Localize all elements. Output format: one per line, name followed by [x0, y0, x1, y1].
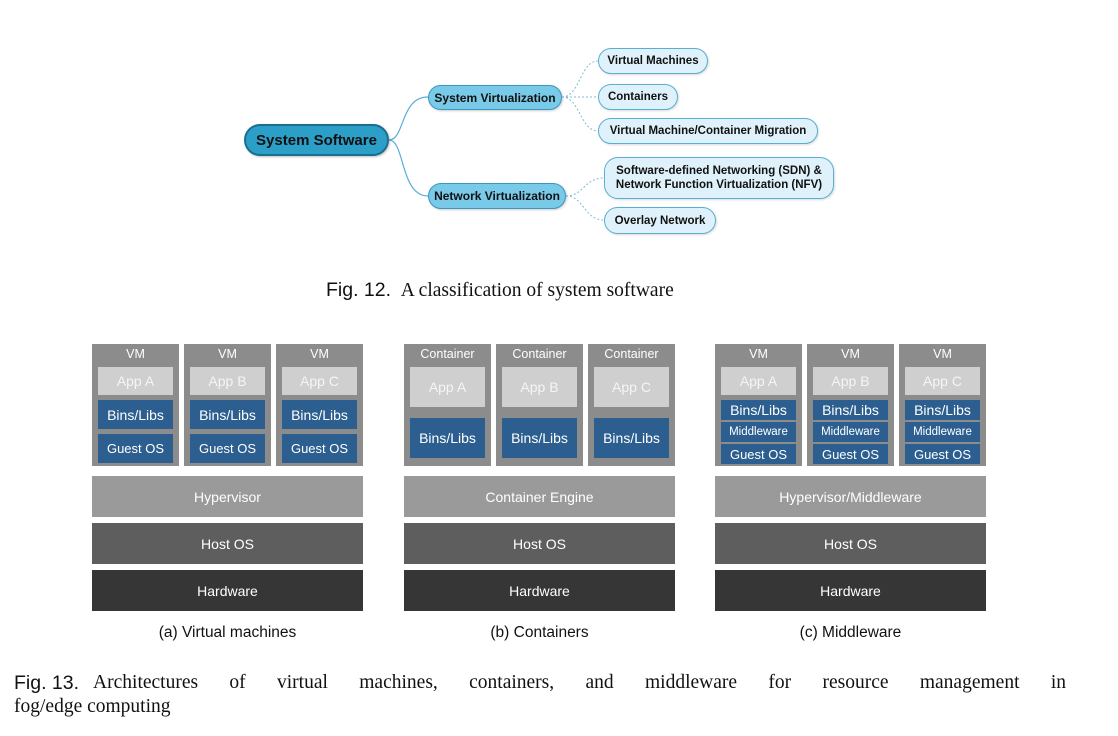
bins-libs-box: Bins/Libs — [410, 418, 485, 458]
mindmap-leaf-virtual-machines: Virtual Machines — [598, 48, 708, 74]
host-os-layer: Host OS — [715, 523, 986, 564]
bins-libs-box: Bins/Libs — [502, 418, 577, 458]
vm-unit: VM App C Bins/Libs Guest OS — [276, 344, 363, 466]
bins-libs-box: Bins/Libs — [98, 400, 173, 429]
arch-virtual-machines: VM App A Bins/Libs Guest OS VM App B Bin… — [92, 344, 363, 612]
app-box: App A — [721, 367, 796, 395]
unit-title: VM — [933, 347, 952, 361]
hypervisor-layer: Hypervisor — [92, 476, 363, 517]
app-box: App B — [190, 367, 265, 395]
fig12-caption-label: Fig. 12. — [326, 279, 392, 301]
middleware-box: Middleware — [813, 422, 888, 442]
bins-libs-box: Bins/Libs — [282, 400, 357, 429]
arch-containers: Container App A Bins/Libs Container App … — [404, 344, 675, 612]
bins-libs-box: Bins/Libs — [813, 400, 888, 420]
mindmap-leaf-overlay-network: Overlay Network — [604, 207, 716, 234]
mindmap-node-network-virtualization: Network Virtualization — [428, 183, 566, 209]
host-os-layer: Host OS — [92, 523, 363, 564]
mindmap-leaf-containers: Containers — [598, 84, 678, 110]
guest-os-box: Guest OS — [282, 434, 357, 463]
subcaption-middleware: (c) Middleware — [799, 624, 902, 641]
unit-title: VM — [218, 347, 237, 361]
vm-unit: VM App A Bins/Libs Middleware Guest OS — [715, 344, 802, 466]
arch-middleware: VM App A Bins/Libs Middleware Guest OS V… — [715, 344, 986, 612]
fig12-caption: Fig. 12. A classification of system soft… — [326, 279, 674, 302]
connector-net-sdn — [565, 177, 605, 197]
unit-title: Container — [604, 347, 659, 361]
fig12-caption-text: A classification of system software — [400, 280, 674, 301]
subcaption-virtual-machines: (a) Virtual machines — [158, 624, 297, 641]
app-box: App C — [282, 367, 357, 395]
middleware-box: Middleware — [905, 422, 980, 442]
connector-net-overlay — [565, 195, 605, 221]
connector-root-network — [388, 139, 429, 197]
connector-root-system — [388, 96, 429, 141]
vm-unit: VM App C Bins/Libs Middleware Guest OS — [899, 344, 986, 466]
unit-title: VM — [310, 347, 329, 361]
guest-os-box: Guest OS — [190, 434, 265, 463]
fig13-caption-text: Architectures of virtual machines, conta… — [93, 672, 1066, 693]
unit-title: VM — [749, 347, 768, 361]
app-box: App C — [905, 367, 980, 395]
mindmap-leaf-sdn-nfv: Software-defined Networking (SDN) & Netw… — [604, 157, 834, 199]
guest-os-box: Guest OS — [905, 444, 980, 464]
unit-title: Container — [512, 347, 567, 361]
fig13-caption-line1: Fig. 13. Architectures of virtual machin… — [14, 672, 1066, 695]
guest-os-box: Guest OS — [721, 444, 796, 464]
vm-unit: VM App A Bins/Libs Guest OS — [92, 344, 179, 466]
bins-libs-box: Bins/Libs — [594, 418, 669, 458]
middleware-box: Middleware — [721, 422, 796, 442]
bins-libs-box: Bins/Libs — [190, 400, 265, 429]
connector-sys-migration — [561, 96, 599, 132]
subcaption-containers: (b) Containers — [490, 624, 589, 641]
hardware-layer: Hardware — [715, 570, 986, 611]
bins-libs-box: Bins/Libs — [721, 400, 796, 420]
app-box: App A — [98, 367, 173, 395]
host-os-layer: Host OS — [404, 523, 675, 564]
mindmap-root-system-software: System Software — [244, 124, 389, 156]
container-unit: Container App B Bins/Libs — [496, 344, 583, 466]
hardware-layer: Hardware — [92, 570, 363, 611]
bins-libs-box: Bins/Libs — [905, 400, 980, 420]
mindmap-connectors — [388, 60, 605, 221]
nfv-line: Network Function Virtualization (NFV) — [615, 179, 823, 191]
mindmap-node-system-virtualization: System Virtualization — [428, 85, 562, 110]
unit-title: VM — [126, 347, 145, 361]
hardware-layer: Hardware — [404, 570, 675, 611]
hypervisor-middleware-layer: Hypervisor/Middleware — [715, 476, 986, 517]
app-box: App A — [410, 367, 485, 407]
fig13-caption-label: Fig. 13. — [14, 672, 80, 694]
guest-os-box: Guest OS — [813, 444, 888, 464]
app-box: App B — [502, 367, 577, 407]
unit-title: VM — [841, 347, 860, 361]
vm-unit: VM App B Bins/Libs Middleware Guest OS — [807, 344, 894, 466]
vm-unit: VM App B Bins/Libs Guest OS — [184, 344, 271, 466]
container-engine-layer: Container Engine — [404, 476, 675, 517]
container-unit: Container App C Bins/Libs — [588, 344, 675, 466]
fig13-caption-line2: fog/edge computing — [14, 696, 171, 717]
guest-os-box: Guest OS — [98, 434, 173, 463]
unit-title: Container — [420, 347, 475, 361]
connector-sys-vms — [561, 60, 599, 98]
mindmap-leaf-migration: Virtual Machine/Container Migration — [598, 118, 818, 144]
container-unit: Container App A Bins/Libs — [404, 344, 491, 466]
app-box: App C — [594, 367, 669, 407]
sdn-line: Software-defined Networking (SDN) & — [616, 165, 822, 177]
app-box: App B — [813, 367, 888, 395]
